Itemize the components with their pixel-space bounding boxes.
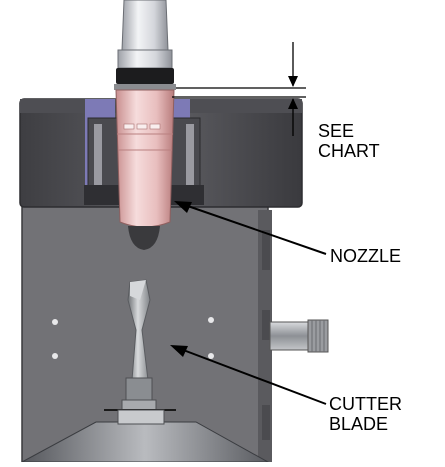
cutter-blade-label: CUTTER BLADE [329,394,402,434]
leader-arrow-icon [170,201,327,405]
blade-base-cone [21,409,270,463]
dimension-arrows-icon [172,42,306,136]
cutter-blade-label-line2: BLADE [329,414,389,434]
see-chart-label: SEE CHART [318,121,380,161]
nozzle-label-text: NOZZLE [330,246,402,266]
nozzle-label: NOZZLE [330,246,401,266]
nozzle-body [115,89,175,228]
nozzle-tip [128,226,160,250]
see-chart-label-line1: SEE [318,121,355,141]
see-chart-label-line2: CHART [318,141,380,161]
torch-collar [114,68,176,90]
cutter-blade [121,279,157,411]
torch-hose [117,0,173,69]
side-shaft [269,319,329,353]
cutter-blade-label-line1: CUTTER [329,394,402,414]
